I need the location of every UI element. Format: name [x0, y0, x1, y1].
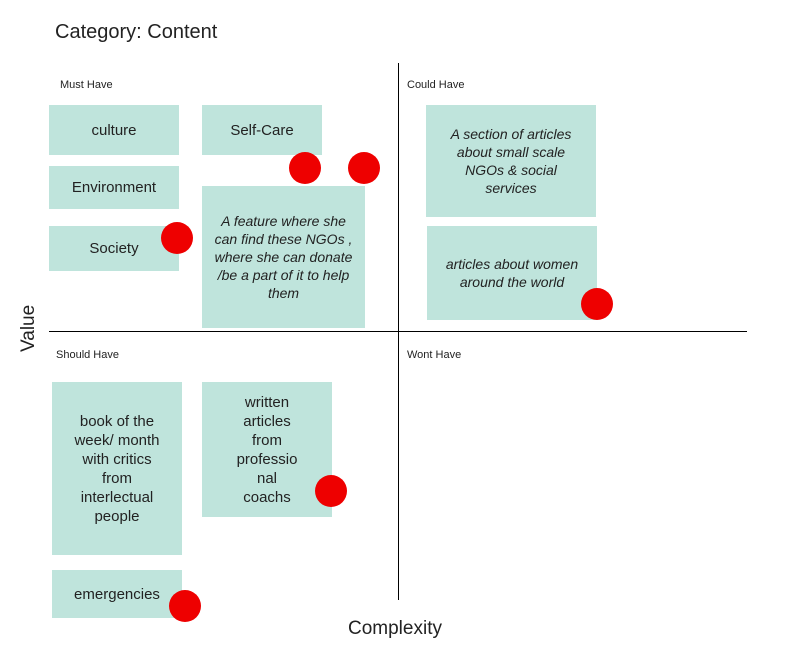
sticky-note-written-articles[interactable]: written articles from professio nal coac… — [202, 382, 332, 517]
vote-dot-self-care-2[interactable] — [348, 152, 380, 184]
quadrant-label-wont-have: Wont Have — [407, 349, 462, 361]
vote-dot-written-articles[interactable] — [315, 475, 347, 507]
sticky-note-women-articles[interactable]: articles about women around the world — [427, 226, 597, 320]
sticky-note-environment[interactable]: Environment — [49, 166, 179, 209]
sticky-note-ngo-feature[interactable]: A feature where she can find these NGOs … — [202, 186, 365, 328]
quadrant-label-could-have: Could Have — [407, 79, 465, 91]
quadrant-label-must-have: Must Have — [60, 79, 113, 91]
vote-dot-emergencies[interactable] — [169, 590, 201, 622]
quadrant-label-should-have: Should Have — [56, 349, 119, 361]
sticky-note-self-care[interactable]: Self-Care — [202, 105, 322, 155]
y-axis-label: Value — [18, 304, 39, 352]
x-axis-label: Complexity — [348, 618, 442, 639]
sticky-note-emergencies[interactable]: emergencies — [52, 570, 182, 618]
sticky-note-ngo-articles[interactable]: A section of articles about small scale … — [426, 105, 596, 217]
sticky-note-book-of-week[interactable]: book of the week/ month with critics fro… — [52, 382, 182, 555]
sticky-note-culture[interactable]: culture — [49, 105, 179, 155]
horizontal-axis-line — [49, 331, 747, 332]
vote-dot-women-articles[interactable] — [581, 288, 613, 320]
page-title: Category: Content — [55, 21, 218, 43]
sticky-note-society[interactable]: Society — [49, 226, 179, 271]
vote-dot-society[interactable] — [161, 222, 193, 254]
vote-dot-self-care-1[interactable] — [289, 152, 321, 184]
